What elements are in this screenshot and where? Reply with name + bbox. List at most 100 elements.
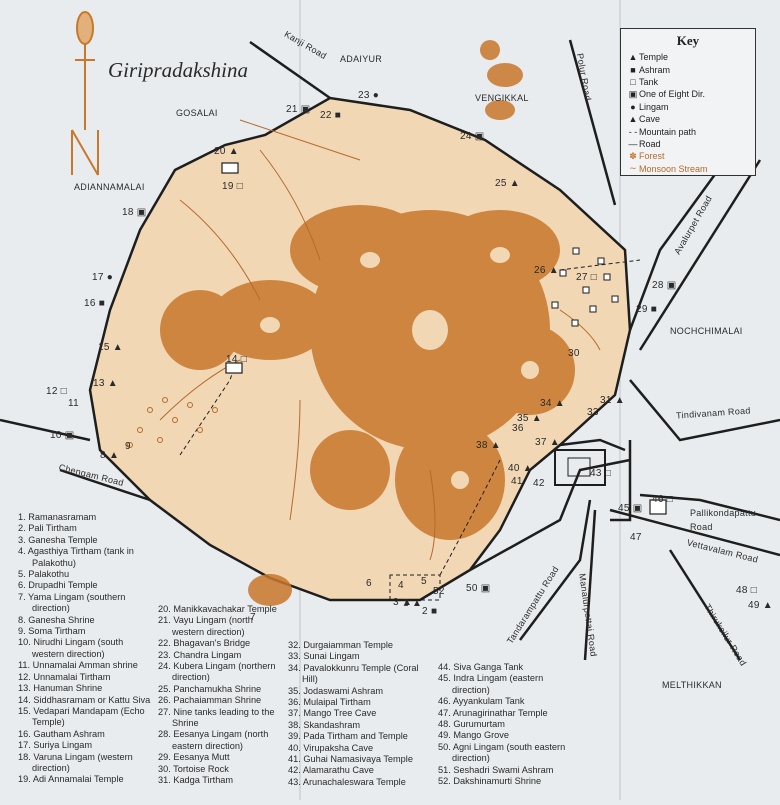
legend-entry: direction) xyxy=(452,684,490,695)
key-label: Mountain path xyxy=(639,126,697,137)
legend-entry: 45. Indra Lingam (eastern xyxy=(438,673,544,684)
key-item: ▲Temple xyxy=(621,51,755,63)
marker-1: 1 ▲ xyxy=(403,598,423,609)
key-symbol: ∼ xyxy=(629,163,637,174)
place-gosalai: GOSALAI xyxy=(176,108,218,118)
marker-22: 22 ■ xyxy=(320,110,342,121)
monsoon-streams xyxy=(159,119,601,561)
key-label: Lingam xyxy=(639,101,669,112)
marker-10: 10 ▣ xyxy=(50,430,75,441)
marker-31: 31 ▲ xyxy=(600,395,625,406)
legend-entry: 46. Ayyankulam Tank xyxy=(438,696,525,707)
key-symbol: - - xyxy=(628,126,638,137)
forest-area xyxy=(160,40,575,606)
legend-entry: 42. Alamarathu Cave xyxy=(288,765,374,776)
key-label: One of Eight Dir. xyxy=(639,89,706,100)
legend-entry: 12. Unnamalai Tirtham xyxy=(18,671,111,682)
legend-entry: 5. Palakothu xyxy=(18,569,70,580)
legend-entry: 8. Ganesha Shrine xyxy=(18,614,95,625)
place-adaiyur: ADAIYUR xyxy=(340,54,383,64)
legend-entry: 4. Agasthiya Tirtham (tank in xyxy=(18,546,134,557)
legend-entry: eastern direction) xyxy=(172,740,243,751)
key-symbol: ● xyxy=(630,101,636,112)
key-label: Road xyxy=(639,138,661,149)
legend-entry: 26. Pachaiamman Shrine xyxy=(158,695,262,706)
legend-entry: 18. Varuna Lingam (western xyxy=(18,751,133,762)
legend-entry: 22. Bhagavan's Bridge xyxy=(158,638,251,649)
tank-46 xyxy=(649,499,667,515)
key-symbol: ✽ xyxy=(629,150,637,161)
legend-entry: 23. Chandra Lingam xyxy=(158,649,242,660)
key-item: ✽Forest xyxy=(621,150,755,162)
nine-tanks xyxy=(551,247,619,327)
marker-40: 40 ▲ xyxy=(508,463,533,474)
legend-entry: 7. Yama Lingam (southern xyxy=(18,591,126,602)
key-symbol: ▲ xyxy=(628,52,638,63)
key-item: ●Lingam xyxy=(621,101,755,113)
legend-entry: direction) xyxy=(172,672,210,683)
marker-27: 27 □ xyxy=(576,272,598,283)
marker-33: 33 xyxy=(587,407,599,418)
stream-dots xyxy=(127,397,218,448)
key-item: □Tank xyxy=(621,76,755,88)
legend-entry: direction) xyxy=(32,762,70,773)
marker-34: 34 ▲ xyxy=(540,398,565,409)
legend-entry: 37. Mango Tree Cave xyxy=(288,708,377,719)
legend-entry: 28. Eesanya Lingam (north xyxy=(158,729,269,740)
legend-entry: 21. Vayu Lingam (north xyxy=(158,615,253,626)
legend-entry: 29. Eesanya Mutt xyxy=(158,752,230,763)
marker-18: 18 ▣ xyxy=(122,207,147,218)
legend-entry: 15. Vedapari Mandapam (Echo xyxy=(18,705,145,716)
legend-entry: 1. Ramanasramam xyxy=(18,512,97,522)
key-symbol: □ xyxy=(630,76,636,87)
legend-entry: 49. Mango Grove xyxy=(438,730,509,741)
marker-2: 2 ■ xyxy=(422,606,438,617)
key-label: Forest xyxy=(639,151,665,162)
marker-24: 24 ▣ xyxy=(460,131,485,142)
legend-entry: 50. Agni Lingam (south eastern xyxy=(438,741,566,752)
key-symbol: ■ xyxy=(630,64,636,75)
legend-entry: 47. Arunagirinathar Temple xyxy=(438,707,548,718)
temple-complex xyxy=(554,449,606,486)
legend-entry: 51. Seshadri Swami Ashram xyxy=(438,764,554,775)
road-pallikondapattu: Pallikondapattu Road xyxy=(690,508,757,532)
tank-19 xyxy=(221,162,239,174)
legend-entry: direction) xyxy=(32,603,70,614)
marker-21: 21 ▣ xyxy=(286,104,311,115)
legend-entry: 13. Hanuman Shrine xyxy=(18,683,103,694)
place-vengikkal: VENGIKKAL xyxy=(475,93,529,103)
temple-inner xyxy=(567,457,591,477)
legend-entry: 20. Manikkavachakar Temple xyxy=(158,604,277,614)
legend-entry: 17. Suriya Lingam xyxy=(18,740,93,751)
marker-12: 12 □ xyxy=(46,386,68,397)
marker-28: 28 ▣ xyxy=(652,280,677,291)
marker-29: 29 ■ xyxy=(636,304,658,315)
legend-entry: 25. Panchamukha Shrine xyxy=(158,683,262,694)
marker-5: 5 xyxy=(421,576,427,587)
marker-25: 25 ▲ xyxy=(495,178,520,189)
key-item: ▣One of Eight Dir. xyxy=(621,88,755,100)
marker-19: 19 □ xyxy=(222,181,244,192)
legend-entry: 41. Guhai Namasivaya Temple xyxy=(288,754,413,765)
marker-37: 37 ▲ xyxy=(535,437,560,448)
key-item: —Road xyxy=(621,138,755,150)
marker-4: 4 xyxy=(398,580,404,591)
legend-entry: Shrine xyxy=(172,718,199,729)
marker-46: 46 □ xyxy=(652,494,674,505)
legend-entry: 11. Unnamalai Amman shrine xyxy=(18,660,138,671)
marker-7: 7 xyxy=(250,612,256,623)
key-symbol: ▣ xyxy=(628,88,638,99)
legend-entry: 14. Siddhasramam or Kattu Siva xyxy=(18,694,151,705)
marker-30: 30 xyxy=(568,348,580,359)
marker-15: 15 ▲ xyxy=(98,342,123,353)
giripradakshina-logo xyxy=(71,11,99,176)
legend-entry: 9. Soma Tirtham xyxy=(18,626,86,637)
marker-14: 14 □ xyxy=(226,354,248,365)
marker-48: 48 □ xyxy=(736,585,758,596)
key-item: ▲Cave xyxy=(621,113,755,125)
key-list: ▲Temple■Ashram□Tank▣One of Eight Dir.●Li… xyxy=(621,51,755,175)
